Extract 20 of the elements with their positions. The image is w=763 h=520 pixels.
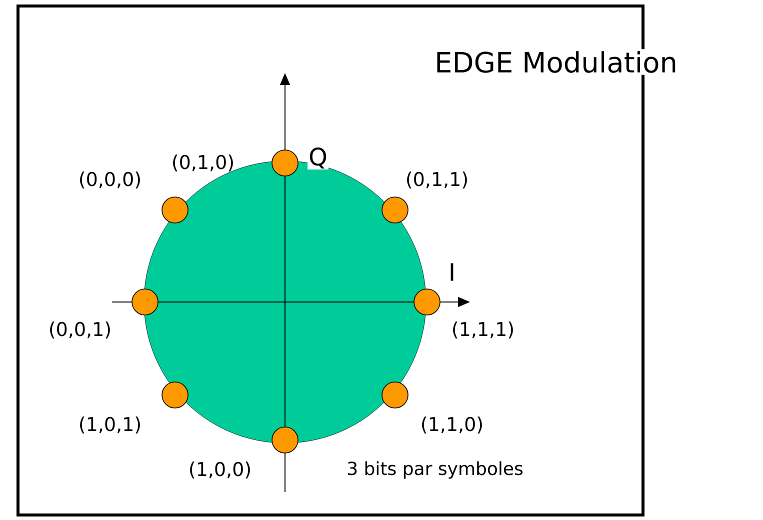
constellation-point: [162, 196, 188, 224]
note: 3 bits par symboles: [346, 460, 524, 480]
point-label: (0,0,0): [80, 172, 140, 188]
axis-label: Q: [308, 146, 328, 170]
point-label: (1,1,1): [453, 322, 513, 338]
constellation-point: [382, 382, 408, 408]
axis-label: I: [447, 262, 457, 282]
constellation-point: [272, 150, 298, 176]
point-label: (0,1,1): [407, 172, 467, 188]
constellation-point: [162, 382, 188, 408]
point-label: (0,0,1): [50, 322, 110, 338]
point-label: (1,0,0): [190, 462, 250, 478]
constellation-point: [132, 288, 158, 316]
point-label: (1,0,1): [80, 416, 140, 434]
point-label: (1,1,0): [422, 416, 482, 434]
point-label: (0,1,0): [173, 154, 233, 172]
title: EDGE Modulation: [432, 49, 680, 75]
constellation-point: [272, 426, 298, 454]
constellation-point: [414, 288, 440, 316]
constellation-point: [382, 196, 408, 224]
